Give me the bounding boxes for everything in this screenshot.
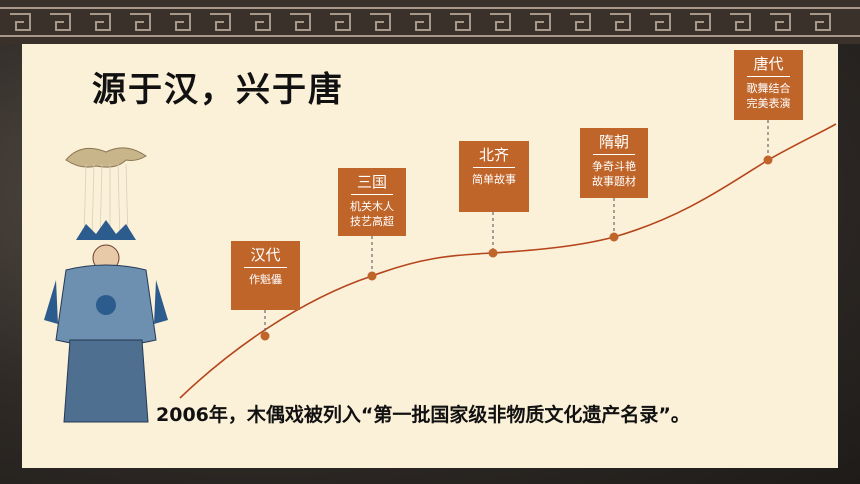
milestone-desc: 机关木人 技艺高超 — [350, 200, 394, 228]
milestone-han: 汉代 作魁儡 — [231, 241, 300, 310]
milestone-tang: 唐代 歌舞结合 完美表演 — [734, 50, 803, 120]
timeline-dot — [609, 232, 619, 242]
milestone-name: 唐代 — [747, 55, 790, 77]
milestone-name: 汉代 — [244, 246, 287, 268]
timeline-dot — [763, 155, 773, 165]
milestone-name: 三国 — [350, 173, 393, 195]
puppet-illustration — [44, 147, 168, 423]
paper-panel — [22, 30, 838, 468]
timeline-dot — [367, 271, 377, 281]
milestone-desc: 简单故事 — [472, 173, 516, 186]
milestone-beiqi: 北齐 简单故事 — [459, 141, 529, 212]
milestone-sui: 隋朝 争奇斗艳 故事题材 — [580, 128, 648, 198]
lattice-border — [0, 0, 860, 44]
milestone-desc: 争奇斗艳 故事题材 — [592, 160, 636, 188]
timeline-dot — [260, 331, 270, 341]
milestone-name: 北齐 — [472, 146, 515, 168]
timeline-dot — [488, 248, 498, 258]
milestone-sanguo: 三国 机关木人 技艺高超 — [338, 168, 406, 236]
milestone-desc: 作魁儡 — [249, 273, 282, 286]
slide-title: 源于汉，兴于唐 — [92, 70, 344, 110]
milestone-desc: 歌舞结合 完美表演 — [746, 82, 791, 110]
footer-statement: 2006年，木偶戏被列入“第一批国家级非物质文化遗产名录”。 — [156, 404, 690, 426]
milestone-name: 隋朝 — [592, 133, 635, 155]
